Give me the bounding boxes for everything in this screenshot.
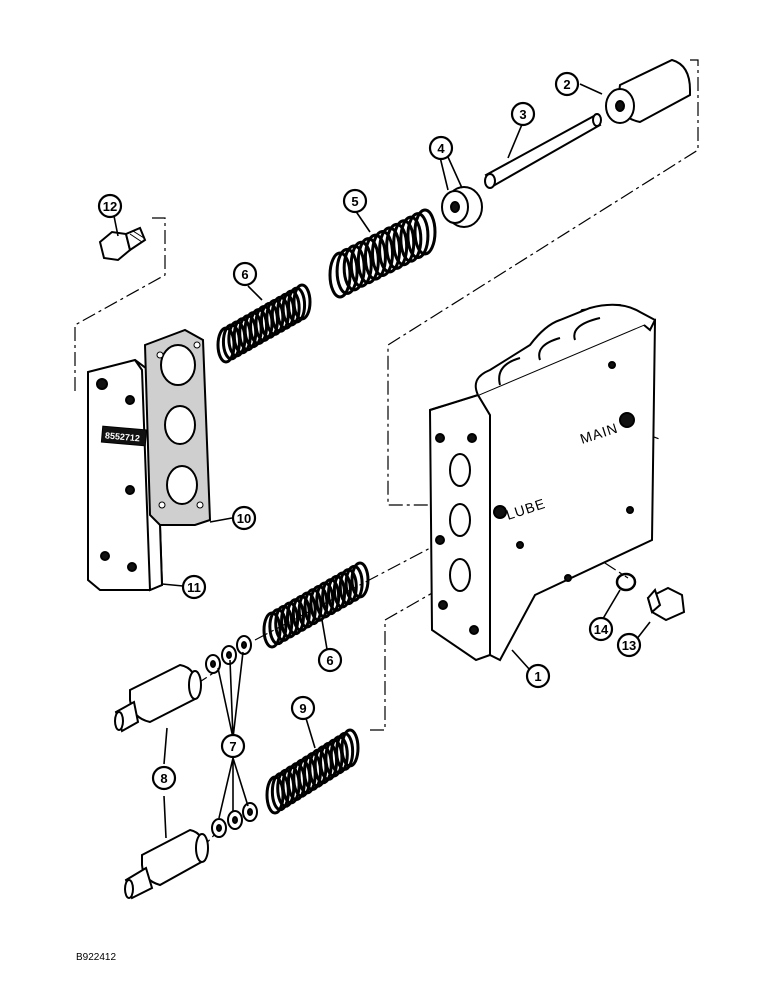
figure-id: B922412 [76,952,116,963]
part-7-upper-washers [205,635,252,674]
spring-coil [340,728,360,768]
part-6-upper-spring [216,283,312,364]
callout-14: 14 [588,616,614,642]
part-8-upper-plug [114,663,202,733]
part-3-pin [484,113,602,189]
callout-7: 7 [220,733,246,759]
callout-8: 8 [151,765,177,791]
part-8-lower-plug [124,828,209,900]
callout-4: 4 [428,135,454,161]
part-7-lower-washers [211,802,258,838]
callout-2: 2 [554,71,580,97]
plate-marking: 8552712 [105,430,141,443]
part-14-o-ring [615,572,637,592]
svg-text:11: 11 [187,580,201,595]
callout-5: 5 [342,188,368,214]
svg-text:14: 14 [594,622,609,637]
callout-6-lower: 6 [317,647,343,673]
svg-text:6: 6 [241,267,248,282]
part-10-gasket [143,328,212,526]
spring-coil [350,561,370,599]
svg-text:8: 8 [160,771,167,786]
svg-text:6: 6 [326,653,333,668]
svg-text:9: 9 [299,701,306,716]
part-9-spring [265,728,360,815]
callout-6-upper: 6 [232,261,258,287]
callouts: 2 3 4 5 6 6 7 8 9 10 11 12 1 14 13 [97,71,642,791]
svg-text:10: 10 [237,511,251,526]
svg-text:7: 7 [229,739,236,754]
callout-9: 9 [290,695,316,721]
callout-1: 1 [525,663,551,689]
part-12-bolt [98,226,147,262]
svg-text:2: 2 [563,77,570,92]
leader-lines [113,83,651,839]
callout-10: 10 [231,505,257,531]
callout-11: 11 [181,574,207,600]
svg-text:1: 1 [534,669,541,684]
part-13-plug [646,586,686,622]
svg-text:3: 3 [519,107,526,122]
part-6-lower-spring [262,561,370,649]
callout-13: 13 [616,632,642,658]
spring-coil [413,208,437,256]
part-2-plug [605,58,691,124]
svg-text:5: 5 [351,194,358,209]
part-4-seat [441,186,483,228]
spring-coil [292,283,312,321]
part-1-valve-body: MAIN LUBE [428,303,657,662]
callout-3: 3 [510,101,536,127]
svg-text:4: 4 [437,141,445,156]
svg-text:12: 12 [103,199,117,214]
part-5-large-spring [328,208,437,299]
svg-text:13: 13 [622,638,636,653]
callout-12: 12 [97,193,123,219]
